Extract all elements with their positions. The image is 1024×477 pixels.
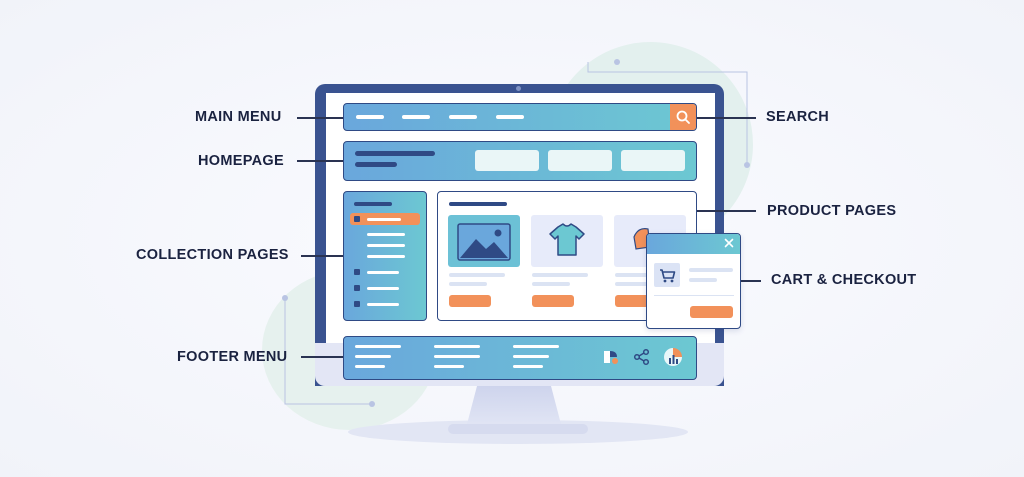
collection-checkbox [354, 216, 360, 222]
footer-link [513, 365, 543, 368]
connector-product-pages [697, 210, 756, 212]
product-buy-button [449, 295, 491, 307]
label-product-pages: PRODUCT PAGES [767, 203, 897, 219]
product-text-line [615, 282, 653, 286]
homepage-text-line [355, 151, 435, 156]
product-text-line [615, 273, 671, 277]
chart-icon [664, 348, 682, 366]
cart-divider [654, 295, 734, 296]
homepage-card [621, 150, 685, 171]
footer-link [434, 365, 464, 368]
connector-collection-pages [301, 255, 343, 257]
collection-checkbox [354, 285, 360, 291]
homepage-card [475, 150, 539, 171]
label-homepage: HOMEPAGE [198, 153, 284, 169]
cart-text-line [689, 268, 733, 272]
product-text-line [449, 282, 487, 286]
image-icon [457, 223, 511, 261]
connector-cart-checkout [741, 280, 761, 282]
main-menu-item [356, 115, 384, 119]
collection-item-line [367, 271, 399, 274]
search-button [670, 104, 696, 130]
brand-icon [604, 351, 618, 364]
label-search: SEARCH [766, 109, 830, 125]
collection-item-line [367, 303, 399, 306]
label-cart-checkout: CART & CHECKOUT [771, 272, 917, 288]
cart-text-line [689, 278, 717, 282]
collection-item-line [367, 218, 401, 221]
homepage-card [548, 150, 612, 171]
label-footer-menu: FOOTER MENU [177, 349, 288, 365]
cart-popup-header [647, 234, 740, 254]
footer-link [355, 355, 391, 358]
connector-search [697, 117, 756, 119]
cart-thumbnail [654, 263, 680, 287]
tshirt-icon [549, 223, 585, 256]
product-text-line [532, 273, 588, 277]
homepage-text-line [355, 162, 397, 167]
collection-checkbox [354, 301, 360, 307]
footer-menu-bar [343, 336, 697, 380]
collection-heading [354, 202, 392, 206]
monitor-stand [466, 384, 562, 428]
share-icon [633, 348, 650, 366]
monitor-base [448, 424, 588, 434]
connector-homepage [297, 160, 343, 162]
connector-main-menu [297, 117, 343, 119]
cart-icon [660, 269, 676, 283]
footer-link [434, 355, 480, 358]
product-text-line [532, 282, 570, 286]
footer-link [434, 345, 480, 348]
main-menu-item [449, 115, 477, 119]
collection-item-line [367, 255, 405, 258]
footer-link [513, 355, 549, 358]
main-menu-item [496, 115, 524, 119]
product-heading [449, 202, 507, 206]
main-menu-item [402, 115, 430, 119]
collection-checkbox [354, 269, 360, 275]
search-icon [676, 110, 690, 124]
product-image [448, 215, 520, 267]
collection-item-line [367, 244, 405, 247]
checkout-button [690, 306, 733, 318]
connector-footer-menu [301, 356, 343, 358]
product-text-line [449, 273, 505, 277]
monitor-camera [516, 86, 521, 91]
product-buy-button [532, 295, 574, 307]
product-image [531, 215, 603, 267]
footer-link [355, 345, 401, 348]
footer-link [355, 365, 385, 368]
label-main-menu: MAIN MENU [195, 109, 282, 125]
collection-item-line [367, 233, 405, 236]
footer-link [513, 345, 559, 348]
label-collection-pages: COLLECTION PAGES [136, 247, 289, 263]
close-icon [724, 238, 734, 248]
collection-item-line [367, 287, 399, 290]
